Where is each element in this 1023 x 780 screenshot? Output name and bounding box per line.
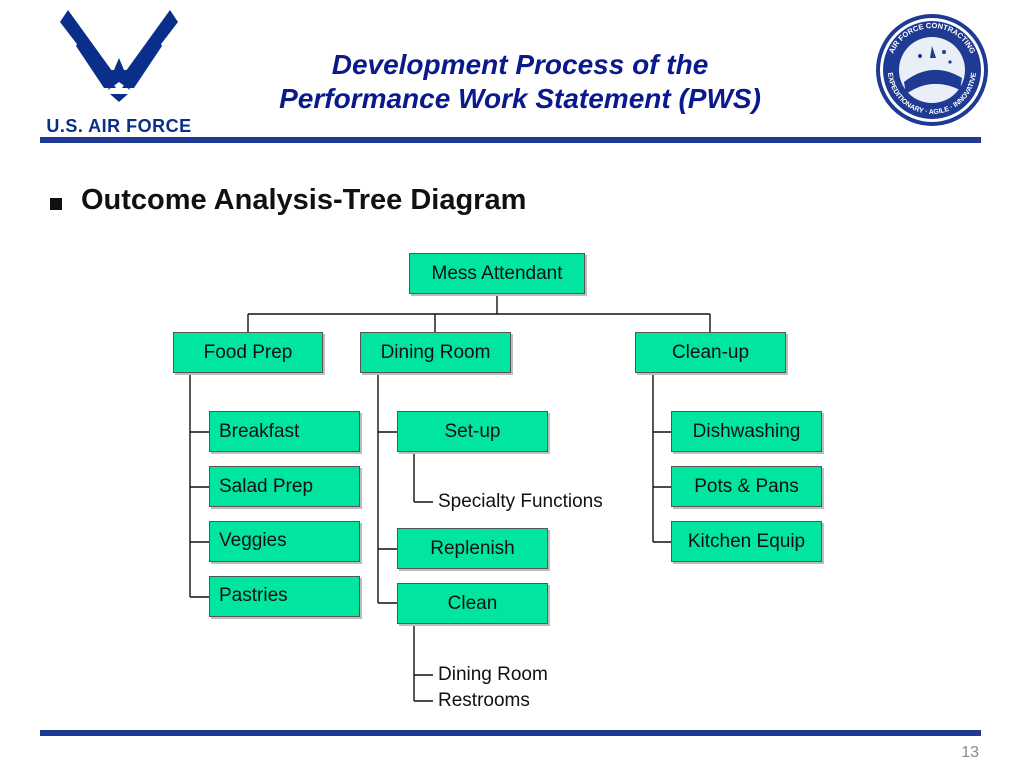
node-kitchen-equip: Kitchen Equip: [671, 521, 822, 562]
node-food-prep: Food Prep: [173, 332, 323, 373]
air-force-wings-icon: [60, 10, 178, 102]
bullet-heading: Outcome Analysis-Tree Diagram: [81, 184, 527, 216]
bullet-square-icon: [50, 198, 62, 210]
page-title-line-2: Performance Work Statement (PWS): [279, 83, 761, 114]
node-set-up: Set-up: [397, 411, 548, 452]
air-force-logo: U.S. AIR FORCE: [38, 8, 200, 138]
node-salad-prep: Salad Prep: [209, 466, 360, 507]
air-force-logo-text: U.S. AIR FORCE: [46, 116, 192, 136]
node-veggies: Veggies: [209, 521, 360, 562]
seal-emblem-icon: AIR FORCE CONTRACTING EXPEDITIONARY · AG…: [876, 14, 988, 126]
page-number: 13: [961, 744, 979, 761]
node-clean-up: Clean-up: [635, 332, 786, 373]
node-dining-room-sub: Dining Room: [438, 664, 548, 685]
footer-divider: [40, 730, 981, 736]
node-pots-and-pans: Pots & Pans: [671, 466, 822, 507]
node-mess-attendant: Mess Attendant: [409, 253, 585, 294]
node-clean: Clean: [397, 583, 548, 624]
node-dining-room: Dining Room: [360, 332, 511, 373]
page-title: Development Process of the Performance W…: [200, 48, 840, 116]
page-title-line-1: Development Process of the: [331, 49, 709, 80]
node-breakfast: Breakfast: [209, 411, 360, 452]
node-restrooms: Restrooms: [438, 690, 530, 711]
node-dishwashing: Dishwashing: [671, 411, 822, 452]
node-specialty-functions: Specialty Functions: [438, 491, 603, 512]
node-replenish: Replenish: [397, 528, 548, 569]
air-force-contracting-seal: AIR FORCE CONTRACTING EXPEDITIONARY · AG…: [874, 12, 990, 128]
node-pastries: Pastries: [209, 576, 360, 617]
header-divider: [40, 137, 981, 143]
